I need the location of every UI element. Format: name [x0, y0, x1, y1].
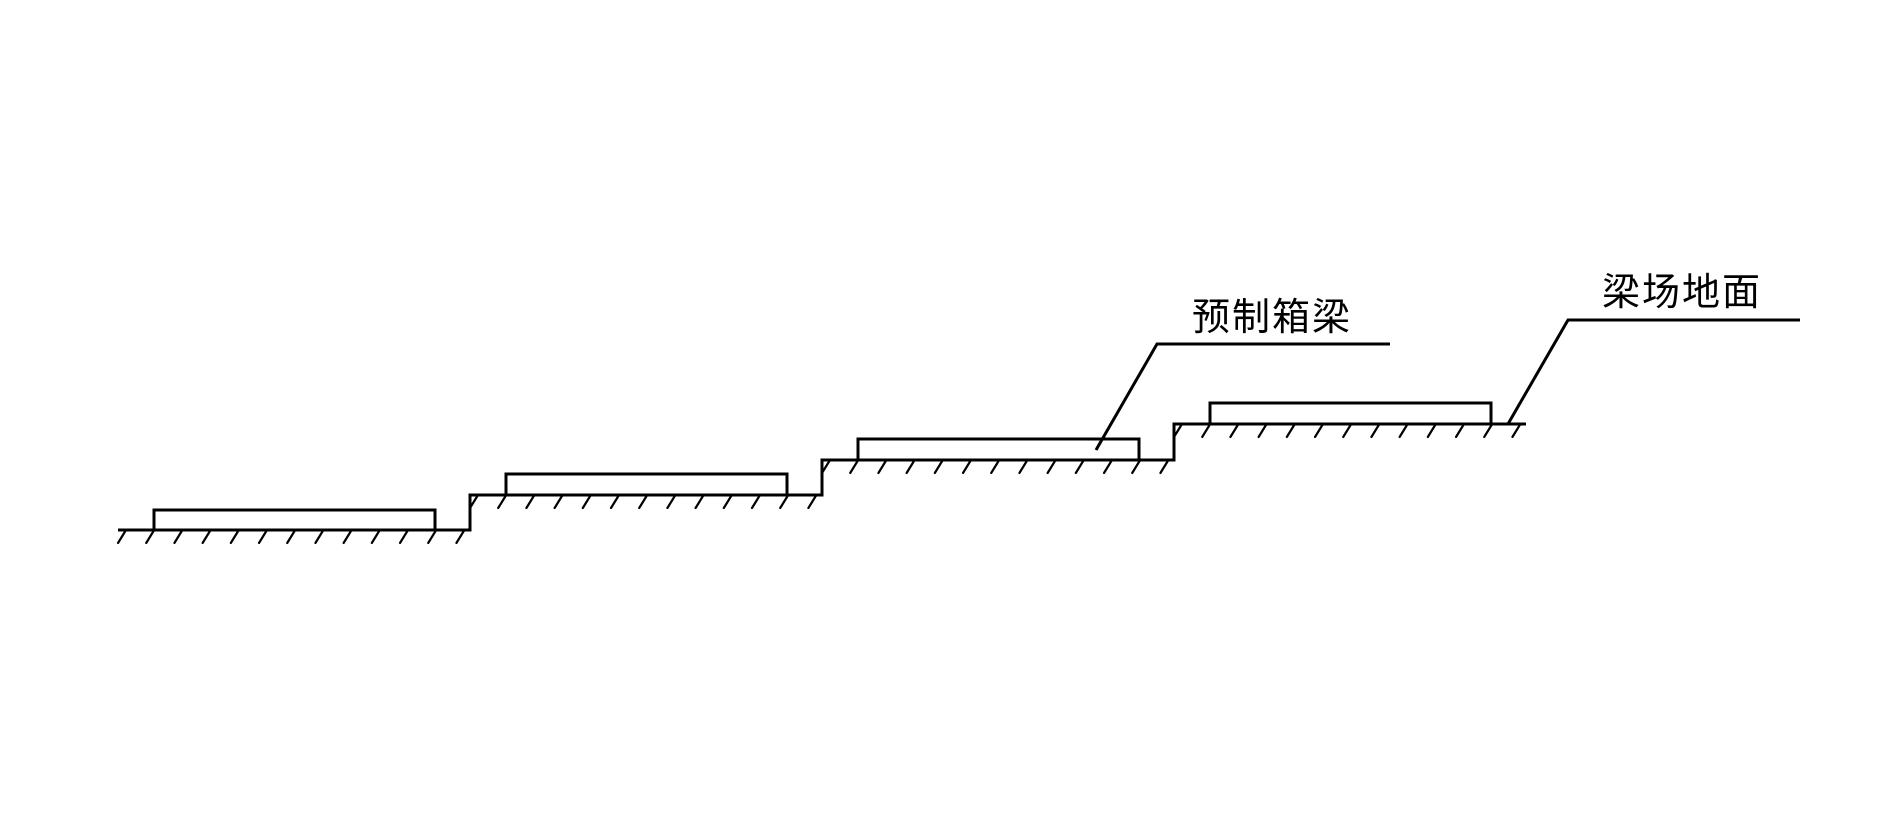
hatch-mark — [286, 528, 297, 545]
hatch-mark — [722, 493, 733, 510]
hatch-mark — [779, 493, 790, 510]
hatch-mark — [257, 528, 269, 545]
hatch-mark — [201, 528, 212, 545]
hatch-mark — [455, 528, 466, 545]
hatch-mark — [849, 458, 860, 475]
box-girder-2 — [504, 472, 789, 497]
hatch-mark — [1454, 422, 1466, 439]
hatch-mark — [1426, 422, 1437, 439]
hatch-mark — [427, 528, 438, 545]
hatch-mark — [342, 528, 353, 545]
hatch-mark — [1370, 422, 1381, 439]
hatch-mark — [1398, 422, 1409, 439]
box-girder-3 — [856, 437, 1141, 462]
hatch-mark — [638, 493, 649, 510]
hatch-mark — [905, 458, 916, 475]
hatch-mark — [525, 493, 536, 510]
leader-precast-box-girder — [1094, 342, 1390, 451]
hatch-mark — [1229, 422, 1240, 439]
hatch-mark — [694, 493, 705, 510]
hatch-mark — [1511, 422, 1522, 439]
hatch-mark — [370, 528, 381, 545]
hatch-mark — [1257, 422, 1268, 439]
hatch-mark — [1342, 422, 1353, 439]
hatch-mark — [750, 493, 762, 510]
hatch-mark — [1046, 458, 1057, 475]
box-girder-4 — [1208, 401, 1493, 426]
hatch-mark — [609, 493, 621, 510]
hatch-mark — [1131, 458, 1142, 475]
hatch-mark — [1285, 422, 1296, 439]
hatch-mark — [314, 528, 325, 545]
hatch-mark — [398, 528, 410, 545]
hatch-mark — [173, 528, 184, 545]
hatch-mark — [1483, 422, 1494, 439]
stepped-ground-line — [118, 422, 1526, 532]
hatch-mark — [1313, 422, 1325, 439]
hatch-mark — [553, 493, 564, 510]
hatch-mark — [1201, 422, 1212, 439]
hatch-mark — [807, 493, 818, 510]
hatch-mark — [990, 458, 1001, 475]
hatch-mark — [877, 458, 888, 475]
hatch-mark — [1102, 458, 1114, 475]
hatch-mark — [1172, 422, 1184, 439]
label-precast-box-girder: 预制箱梁 — [1192, 295, 1352, 339]
label-yard-ground: 梁场地面 — [1602, 270, 1762, 314]
hatch-mark — [116, 528, 128, 545]
hatch-mark — [666, 493, 677, 510]
hatch-mark — [1018, 458, 1029, 475]
ground-hatching — [116, 422, 1522, 545]
hatch-mark — [145, 528, 156, 545]
hatch-mark — [497, 493, 508, 510]
leader-yard-ground — [1506, 318, 1800, 425]
hatch-mark — [468, 493, 480, 510]
hatch-mark — [581, 493, 592, 510]
hatch-mark — [820, 458, 832, 475]
hatch-mark — [1159, 458, 1170, 475]
hatch-mark — [961, 458, 973, 475]
hatch-mark — [229, 528, 240, 545]
hatch-mark — [1074, 458, 1085, 475]
hatch-mark — [933, 458, 944, 475]
box-girder-1 — [152, 508, 437, 532]
